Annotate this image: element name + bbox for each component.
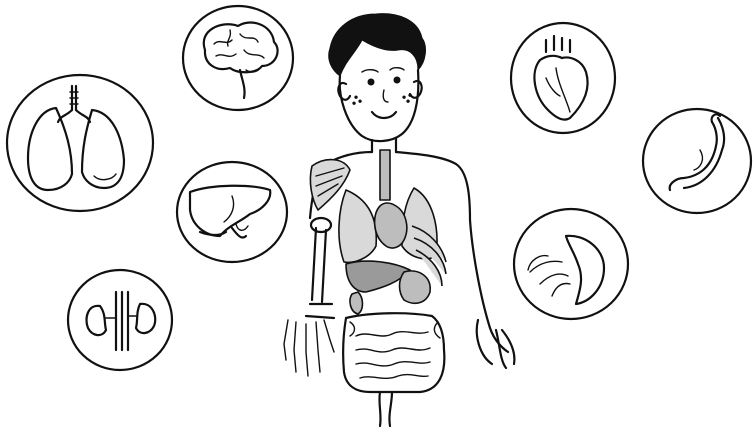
brain-icon bbox=[183, 6, 293, 110]
left-lung bbox=[339, 190, 376, 262]
large-intestine bbox=[343, 313, 444, 392]
body-heart bbox=[375, 203, 407, 248]
kidney-body bbox=[350, 292, 363, 314]
kidneys-icon bbox=[68, 270, 172, 370]
lungs-icon bbox=[7, 75, 153, 211]
stomach-icon bbox=[643, 109, 751, 213]
trachea bbox=[380, 150, 390, 200]
body-stomach bbox=[400, 271, 431, 303]
rectum bbox=[379, 392, 392, 426]
boy-figure bbox=[284, 14, 514, 426]
liver-icon bbox=[177, 162, 287, 262]
face bbox=[340, 70, 419, 141]
spleen-icon bbox=[514, 209, 628, 319]
heart-icon bbox=[511, 23, 615, 133]
hair bbox=[329, 14, 426, 76]
small-intestine bbox=[356, 332, 430, 379]
arm-bone bbox=[312, 228, 326, 302]
hand-bones bbox=[284, 320, 334, 376]
